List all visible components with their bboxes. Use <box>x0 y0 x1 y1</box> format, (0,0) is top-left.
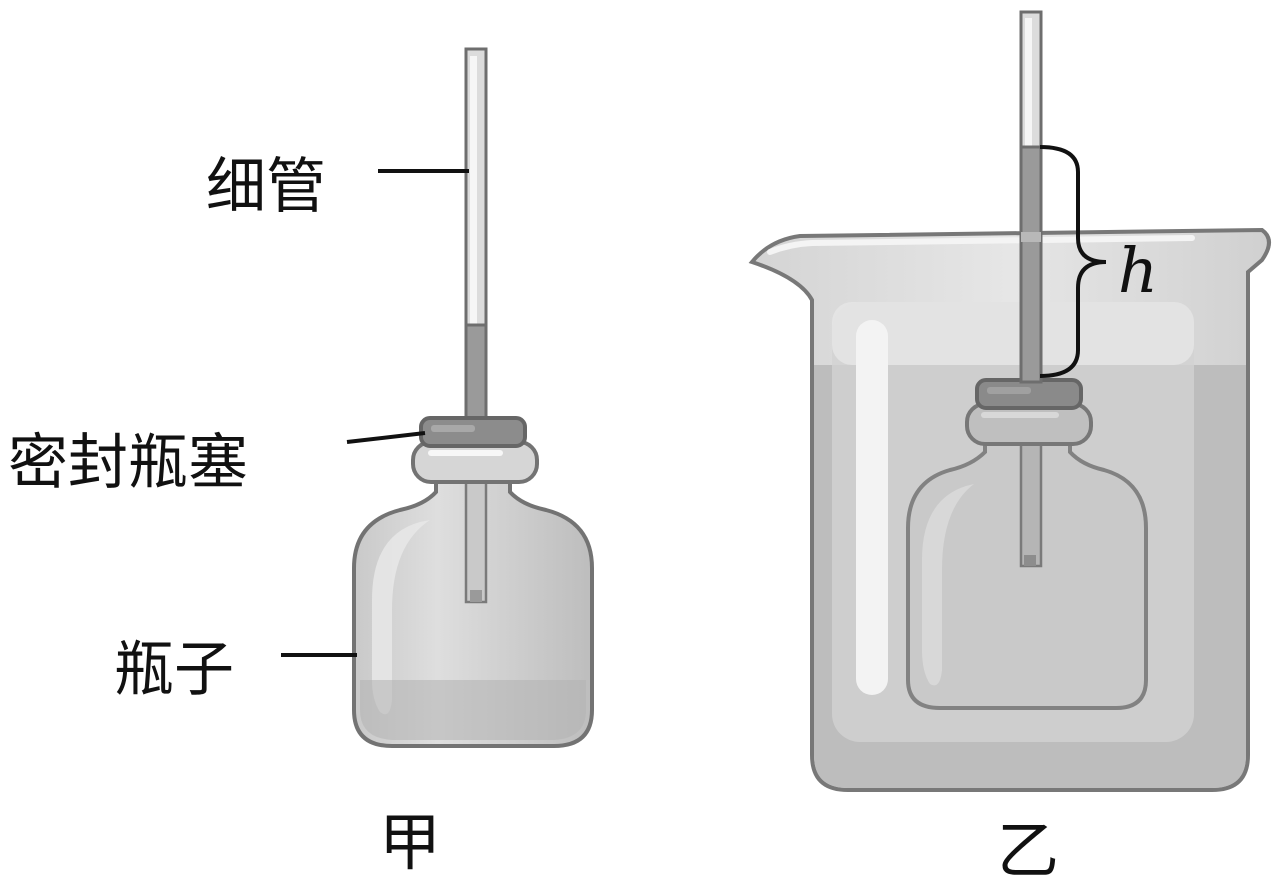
sealed-stopper-b <box>965 378 1093 446</box>
caption-b: 乙 <box>997 814 1059 886</box>
bottle-b <box>906 438 1148 710</box>
liquid-column <box>1019 145 1043 384</box>
height-brace <box>1039 145 1107 378</box>
stopper-leader-line <box>346 431 426 444</box>
thin-tube-a <box>464 47 488 421</box>
sealed-stopper-a <box>411 416 539 484</box>
thin-tube-b <box>1019 10 1043 384</box>
height-symbol: h <box>1118 234 1158 307</box>
tube-label: 细管 <box>206 152 326 222</box>
caption-a: 甲 <box>379 806 441 879</box>
stopper-label: 密封瓶塞 <box>8 428 248 498</box>
bottle-a <box>352 476 594 748</box>
figure-a: 细管 密封瓶塞 瓶子 甲 <box>8 47 594 879</box>
figure-b: h 乙 <box>748 10 1271 886</box>
bottle-label: 瓶子 <box>114 635 234 705</box>
